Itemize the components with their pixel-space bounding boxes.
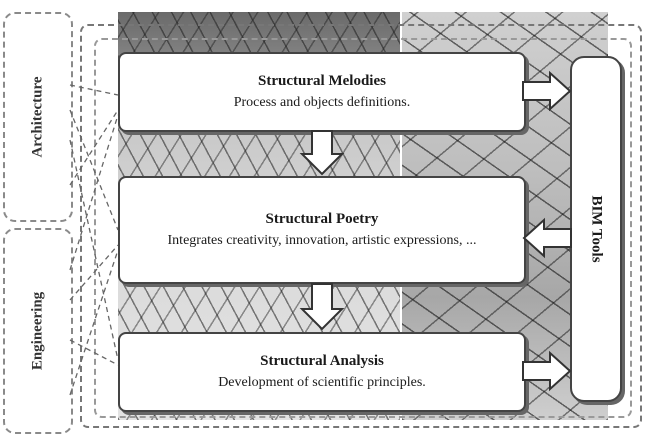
left-arrow-bim-to-poetry [522, 217, 572, 259]
structural-analysis-title: Structural Analysis [260, 353, 384, 369]
structural-melodies-subtitle: Process and objects definitions. [233, 95, 411, 110]
structural-poetry-title: Structural Poetry [265, 211, 379, 227]
down-arrow-melodies-to-poetry [299, 130, 345, 176]
architecture-panel: Architecture [3, 12, 73, 222]
structural-poetry-subtitle: Integrates creativity, innovation, artis… [167, 233, 477, 248]
engineering-panel: Engineering [3, 228, 73, 434]
structural-melodies-box: Structural Melodies Process and objects … [118, 52, 526, 132]
structural-poetry-box: Structural Poetry Integrates creativity,… [118, 176, 526, 284]
bim-tools-label: BIM Tools [588, 195, 605, 263]
right-arrow-analysis-to-bim [522, 350, 572, 392]
structural-analysis-box: Structural Analysis Development of scien… [118, 332, 526, 412]
down-arrow-poetry-to-analysis [299, 283, 345, 331]
structural-analysis-subtitle: Development of scientific principles. [218, 375, 426, 390]
structural-melodies-title: Structural Melodies [258, 73, 386, 89]
right-arrow-melodies-to-bim [522, 70, 572, 112]
bim-tools-panel: BIM Tools [570, 56, 622, 402]
